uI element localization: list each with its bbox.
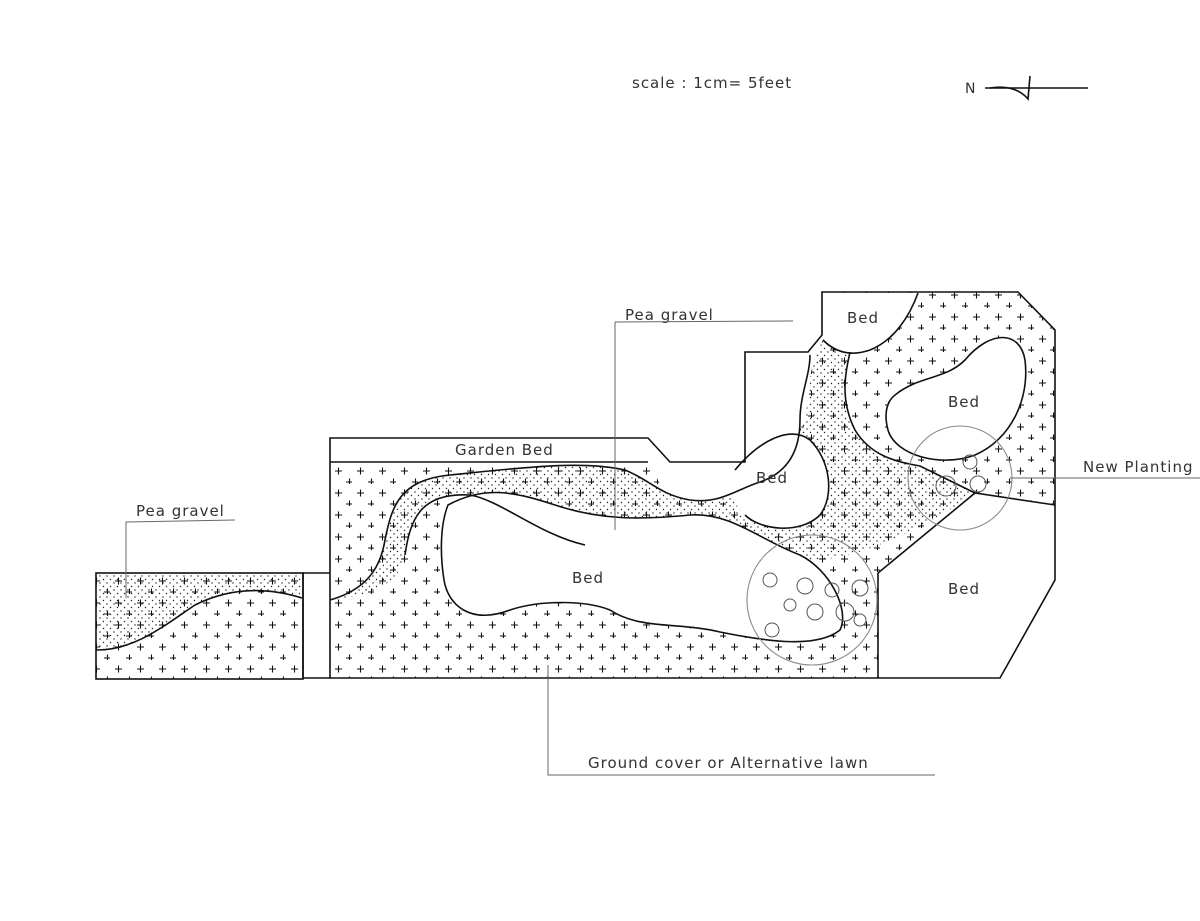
planting-circle-lower bbox=[746, 534, 878, 666]
left-garden-strip bbox=[95, 572, 304, 680]
new-planting-text: New Planting bbox=[1083, 458, 1193, 476]
label-ground-cover: Ground cover or Alternative lawn bbox=[547, 665, 935, 776]
garden-bed-label: Garden Bed bbox=[455, 441, 554, 459]
pea-gravel-left-leader bbox=[125, 519, 236, 598]
bed-center-label: Bed bbox=[756, 469, 788, 487]
pea-gravel-fill-left bbox=[97, 574, 302, 650]
label-pea-gravel-left: Pea gravel bbox=[125, 502, 236, 598]
scale-note: scale : 1cm= 5feet bbox=[632, 74, 792, 92]
gravel-edge-left bbox=[96, 589, 303, 651]
gravel-edge-top bbox=[329, 464, 761, 601]
bed-right-oval-outline bbox=[885, 336, 1027, 461]
pea-gravel-top-leader bbox=[614, 320, 794, 530]
main-garden-area bbox=[302, 291, 1056, 679]
pea-gravel-left-text: Pea gravel bbox=[136, 502, 225, 520]
bed-right-oval-label: Bed bbox=[948, 393, 980, 411]
bed-top-fill bbox=[823, 293, 918, 354]
bed-lower-right-edge bbox=[877, 492, 1056, 574]
gravel-edge-center-right bbox=[844, 351, 976, 494]
bed-center-outline bbox=[734, 433, 830, 529]
planting-symbols bbox=[762, 454, 987, 638]
label-pea-gravel-top: Pea gravel bbox=[614, 306, 794, 530]
bed-lower-right-label: Bed bbox=[948, 580, 980, 598]
gravel-edge-center-left bbox=[759, 354, 811, 483]
connector-strip bbox=[302, 572, 330, 679]
ground-cover-text: Ground cover or Alternative lawn bbox=[588, 754, 869, 772]
ground-cover-leader bbox=[547, 665, 935, 776]
pea-gravel-top-text: Pea gravel bbox=[625, 306, 714, 324]
plan-outline bbox=[329, 291, 1056, 679]
north-arrow-label: N bbox=[965, 81, 976, 97]
garden-bed-fill bbox=[330, 292, 823, 462]
bed-top-label: Bed bbox=[847, 309, 879, 327]
north-arrow: N bbox=[965, 75, 1088, 101]
bed-lower-right-fill bbox=[878, 493, 1055, 678]
label-new-planting: New Planting bbox=[1010, 458, 1200, 479]
bed-right-oval-fill bbox=[886, 337, 1026, 461]
bed-main-fill bbox=[441, 492, 843, 642]
gravel-edge-inner bbox=[404, 494, 586, 556]
north-arrow-head bbox=[989, 75, 1031, 101]
bed-main-label: Bed bbox=[572, 569, 604, 587]
bed-top-outline bbox=[822, 292, 919, 354]
